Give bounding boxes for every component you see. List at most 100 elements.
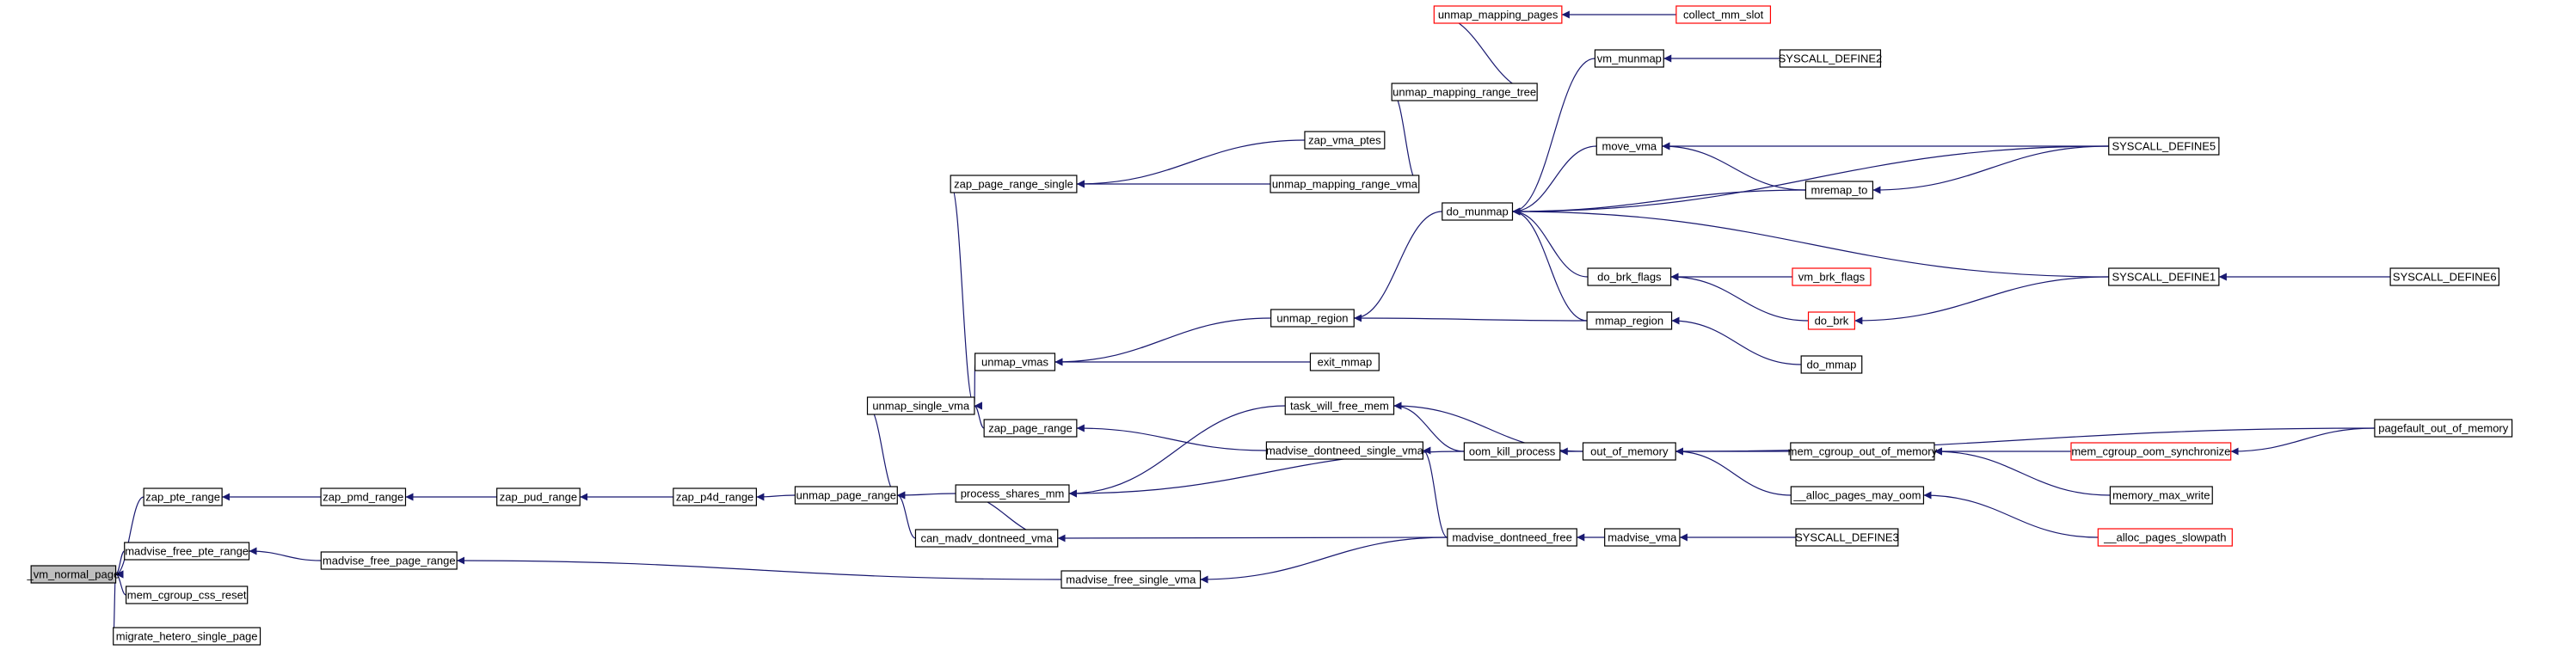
node-box[interactable] bbox=[2108, 267, 2220, 286]
node-box[interactable] bbox=[2070, 442, 2232, 461]
node-unmap_vmas[interactable]: unmap_vmas bbox=[974, 353, 1056, 371]
node-box[interactable] bbox=[955, 484, 1070, 503]
node-box[interactable] bbox=[1790, 442, 1935, 461]
node-box[interactable] bbox=[983, 419, 1078, 438]
node-mem_cgroup_out_of_memory[interactable]: mem_cgroup_out_of_memory bbox=[1788, 442, 1938, 461]
node-box[interactable] bbox=[866, 396, 975, 415]
node-box[interactable] bbox=[113, 627, 261, 646]
node-do_brk[interactable]: do_brk bbox=[1807, 311, 1855, 330]
node-box[interactable] bbox=[1309, 353, 1380, 371]
node-madvise_dontneed_free[interactable]: madvise_dontneed_free bbox=[1447, 528, 1577, 547]
node-box[interactable] bbox=[2108, 137, 2220, 156]
node-madvise_free_single_vma[interactable]: madvise_free_single_vma bbox=[1061, 570, 1202, 589]
node-mem_cgroup_oom_synchronize[interactable]: mem_cgroup_oom_synchronize bbox=[2070, 442, 2232, 461]
node-box[interactable] bbox=[124, 542, 250, 561]
node-zap_pte_range[interactable]: zap_pte_range bbox=[143, 487, 223, 506]
node-box[interactable] bbox=[1594, 49, 1664, 68]
node-zap_pmd_range[interactable]: zap_pmd_range bbox=[320, 487, 407, 506]
node-box[interactable] bbox=[1792, 267, 1872, 286]
node-unmap_mapping_range_vma[interactable]: unmap_mapping_range_vma bbox=[1270, 175, 1420, 193]
node-box[interactable] bbox=[30, 565, 117, 584]
node-box[interactable] bbox=[1807, 311, 1855, 330]
node-SYSCALL_DEFINE5[interactable]: SYSCALL_DEFINE5 bbox=[2108, 137, 2220, 156]
node-memory_max_write[interactable]: memory_max_write bbox=[2109, 486, 2213, 505]
node-task_will_free_mem[interactable]: task_will_free_mem bbox=[1284, 396, 1395, 415]
node-box[interactable] bbox=[1582, 442, 1676, 461]
node-mmap_region[interactable]: mmap_region bbox=[1586, 311, 1673, 330]
node-box[interactable] bbox=[1595, 137, 1663, 156]
node-box[interactable] bbox=[1270, 309, 1355, 328]
node-box[interactable] bbox=[1304, 131, 1386, 150]
node-box[interactable] bbox=[1265, 441, 1423, 460]
node-box[interactable] bbox=[320, 487, 407, 506]
node-box[interactable] bbox=[1463, 442, 1561, 461]
node-box[interactable] bbox=[1284, 396, 1395, 415]
node-madvise_free_pte_range[interactable]: madvise_free_pte_range bbox=[124, 542, 250, 561]
node-box[interactable] bbox=[125, 585, 249, 604]
node-SYSCALL_DEFINE2[interactable]: SYSCALL_DEFINE2 bbox=[1779, 49, 1883, 68]
node-box[interactable] bbox=[1604, 528, 1681, 547]
node-oom_kill_process[interactable]: oom_kill_process bbox=[1463, 442, 1561, 461]
node-exit_mmap[interactable]: exit_mmap bbox=[1309, 353, 1380, 371]
node-box[interactable] bbox=[1800, 355, 1863, 374]
node-zap_pud_range[interactable]: zap_pud_range bbox=[496, 487, 581, 506]
node-box[interactable] bbox=[1447, 528, 1577, 547]
node-box[interactable] bbox=[1442, 202, 1514, 221]
node-box[interactable] bbox=[1790, 486, 1925, 505]
node-do_mmap[interactable]: do_mmap bbox=[1800, 355, 1863, 374]
node-madvise_free_page_range[interactable]: madvise_free_page_range bbox=[320, 551, 458, 570]
node-box[interactable] bbox=[794, 486, 898, 505]
node-unmap_region[interactable]: unmap_region bbox=[1270, 309, 1355, 328]
node-unmap_single_vma[interactable]: unmap_single_vma bbox=[866, 396, 975, 415]
node-box[interactable] bbox=[914, 529, 1059, 548]
node-box[interactable] bbox=[1587, 267, 1672, 286]
node-process_shares_mm[interactable]: process_shares_mm bbox=[955, 484, 1070, 503]
node-box[interactable] bbox=[1586, 311, 1673, 330]
node-alloc_pages_slowpath[interactable]: __alloc_pages_slowpath bbox=[2097, 528, 2233, 547]
node-do_munmap[interactable]: do_munmap bbox=[1442, 202, 1514, 221]
node-collect_mm_slot[interactable]: collect_mm_slot bbox=[1675, 5, 1772, 24]
node-migrate_hetero_single_page[interactable]: migrate_hetero_single_page bbox=[113, 627, 261, 646]
node-box[interactable] bbox=[2389, 267, 2499, 286]
node-box[interactable] bbox=[1779, 49, 1882, 68]
node-madvise_vma[interactable]: madvise_vma bbox=[1604, 528, 1681, 547]
node-zap_p4d_range[interactable]: zap_p4d_range bbox=[673, 487, 757, 506]
node-vm_normal_page[interactable]: _vm_normal_page bbox=[27, 565, 120, 584]
node-pagefault_out_of_memory[interactable]: pagefault_out_of_memory bbox=[2374, 419, 2513, 438]
node-mem_cgroup_css_reset[interactable]: mem_cgroup_css_reset bbox=[125, 585, 249, 604]
node-zap_page_range[interactable]: zap_page_range bbox=[983, 419, 1078, 438]
node-box[interactable] bbox=[143, 487, 223, 506]
node-box[interactable] bbox=[673, 487, 757, 506]
node-box[interactable] bbox=[2374, 419, 2513, 438]
node-box[interactable] bbox=[1795, 528, 1899, 547]
node-box[interactable] bbox=[974, 353, 1056, 371]
node-zap_page_range_single[interactable]: zap_page_range_single bbox=[950, 175, 1078, 193]
node-box[interactable] bbox=[496, 487, 581, 506]
node-box[interactable] bbox=[1433, 5, 1563, 24]
node-box[interactable] bbox=[950, 175, 1078, 193]
node-madvise_dontneed_single_vma[interactable]: madvise_dontneed_single_vma bbox=[1265, 441, 1424, 460]
node-SYSCALL_DEFINE6[interactable]: SYSCALL_DEFINE6 bbox=[2389, 267, 2499, 286]
node-out_of_memory[interactable]: out_of_memory bbox=[1582, 442, 1676, 461]
node-box[interactable] bbox=[2109, 486, 2213, 505]
node-zap_vma_ptes[interactable]: zap_vma_ptes bbox=[1304, 131, 1386, 150]
node-box[interactable] bbox=[1804, 181, 1874, 199]
node-SYSCALL_DEFINE1[interactable]: SYSCALL_DEFINE1 bbox=[2108, 267, 2220, 286]
node-box[interactable] bbox=[1675, 5, 1772, 24]
node-unmap_mapping_pages[interactable]: unmap_mapping_pages bbox=[1433, 5, 1563, 24]
node-unmap_mapping_range_tree[interactable]: unmap_mapping_range_tree bbox=[1391, 83, 1538, 101]
node-do_brk_flags[interactable]: do_brk_flags bbox=[1587, 267, 1672, 286]
node-unmap_page_range[interactable]: unmap_page_range bbox=[794, 486, 898, 505]
node-box[interactable] bbox=[1270, 175, 1420, 193]
node-box[interactable] bbox=[1391, 83, 1538, 101]
node-box[interactable] bbox=[320, 551, 458, 570]
node-vm_munmap[interactable]: vm_munmap bbox=[1594, 49, 1664, 68]
node-vm_brk_flags[interactable]: vm_brk_flags bbox=[1792, 267, 1872, 286]
node-box[interactable] bbox=[1061, 570, 1202, 589]
node-alloc_pages_may_oom[interactable]: __alloc_pages_may_oom bbox=[1790, 486, 1925, 505]
node-move_vma[interactable]: move_vma bbox=[1595, 137, 1663, 156]
node-box[interactable] bbox=[2097, 528, 2233, 547]
node-SYSCALL_DEFINE3[interactable]: SYSCALL_DEFINE3 bbox=[1795, 528, 1899, 547]
node-mremap_to[interactable]: mremap_to bbox=[1804, 181, 1874, 199]
node-can_madv_dontneed_vma[interactable]: can_madv_dontneed_vma bbox=[914, 529, 1059, 548]
